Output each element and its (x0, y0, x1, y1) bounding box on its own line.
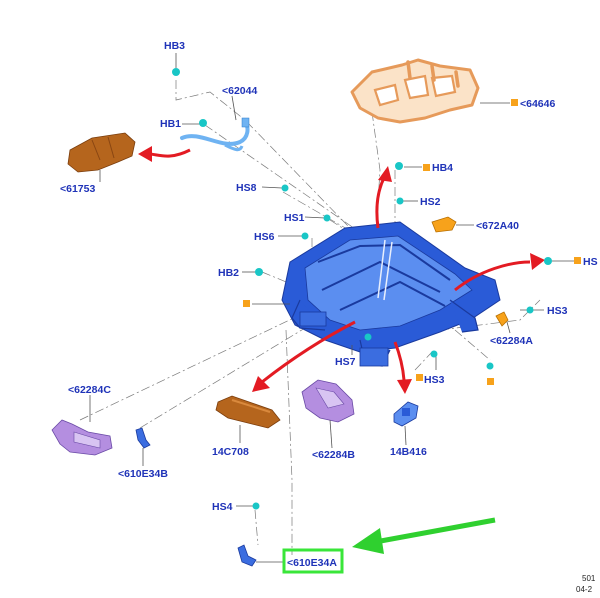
fastener-hs3 (526, 306, 534, 314)
arrow-head (252, 376, 270, 392)
label-hs3b: HS3 (424, 374, 445, 386)
fastener-hb4 (395, 162, 403, 170)
fastener-hb1 (199, 119, 207, 127)
red-arrows (138, 146, 545, 394)
assembly-line (285, 329, 293, 555)
arrow-hb4 (375, 177, 386, 229)
label-hs-right: HS (583, 256, 598, 268)
label-62284a: <62284A (490, 335, 533, 347)
footer-date: 04-2 (576, 585, 593, 593)
arrow-14b416 (393, 341, 406, 381)
green-callout-arrow (352, 517, 496, 554)
marker-left (243, 300, 250, 307)
part-14c708-module[interactable] (215, 395, 281, 429)
part-672a40-bracket[interactable] (431, 216, 457, 233)
fastener-hs8 (281, 184, 289, 192)
assembly-line (454, 329, 491, 361)
label-610e34a: <610E34A (287, 557, 337, 569)
marker (487, 378, 494, 385)
label-hs2: HS2 (420, 196, 441, 208)
footer-code: 501 (582, 574, 596, 583)
part-62284b-shield[interactable] (301, 379, 355, 423)
assembly-line (439, 299, 541, 331)
assembly-line (371, 111, 381, 301)
fastener-hs7 (364, 333, 372, 341)
label-hs8: HS8 (236, 182, 257, 194)
fastener (486, 362, 494, 370)
part-61753-trim-cover[interactable] (67, 132, 136, 173)
label-hb1: HB1 (160, 118, 181, 130)
assembly-line (79, 314, 301, 421)
part-labels: HB3 <62044 HB1 <64646 <61753 HB4 HS8 HS2… (60, 40, 598, 569)
arrow-hs-right (454, 260, 531, 292)
fastener-hs3b (430, 350, 438, 358)
assembly-line (175, 80, 421, 301)
label-610e34b: <610E34B (118, 468, 168, 480)
arrow-head (530, 253, 545, 270)
label-14b416: 14B416 (390, 446, 427, 458)
label-hs3: HS3 (547, 305, 568, 317)
label-61753: <61753 (60, 183, 95, 195)
leader-lines (89, 53, 574, 563)
part-62044-cable[interactable] (180, 117, 250, 152)
assembly-line (204, 124, 401, 261)
label-62284b: <62284B (312, 449, 355, 461)
part-610e34a-bracket[interactable] (237, 544, 257, 567)
marker-hs3b (416, 374, 423, 381)
arrow-61753 (149, 148, 191, 158)
marker-64646 (511, 99, 518, 106)
fasteners (172, 68, 552, 510)
assembly-line (139, 324, 311, 429)
assembly-line (414, 351, 433, 371)
fastener-hb3 (172, 68, 180, 76)
fastener-hb2 (255, 268, 263, 276)
label-hs4: HS4 (212, 501, 233, 513)
fastener-hs1 (323, 214, 331, 222)
part-64646-seat-pan[interactable] (350, 58, 480, 124)
label-62284c: <62284C (68, 384, 111, 396)
label-64646: <64646 (520, 98, 555, 110)
arrow-14c708 (261, 320, 356, 384)
label-672a40: <672A40 (476, 220, 519, 232)
part-62284c-shield[interactable] (51, 419, 113, 456)
arrow-head (138, 146, 152, 162)
markers (243, 99, 581, 385)
part-610e34b-bracket[interactable] (135, 427, 151, 449)
marker-hs-right (574, 257, 581, 264)
fastener-hs2 (396, 197, 404, 205)
label-hb2: HB2 (218, 267, 239, 279)
label-hb3: HB3 (164, 40, 185, 52)
arrow-head (397, 379, 412, 394)
label-14c708: 14C708 (212, 446, 249, 458)
marker-hb4 (423, 164, 430, 171)
arrow-head (378, 166, 392, 182)
footer-reference: 501 04-2 (576, 574, 596, 594)
part-14b416-module[interactable] (393, 401, 419, 427)
label-62044: <62044 (222, 85, 257, 97)
label-hs1: HS1 (284, 212, 305, 224)
fastener-hs6 (301, 232, 309, 240)
label-hb4: HB4 (432, 162, 453, 174)
label-hs6: HS6 (254, 231, 275, 243)
label-hs7: HS7 (335, 356, 356, 368)
highlight-box-610e34a (282, 548, 344, 574)
part-62284a-clip[interactable] (495, 311, 509, 327)
assembly-line (254, 509, 259, 546)
fastener-hs-right (544, 257, 552, 265)
fastener-hs4 (252, 502, 260, 510)
seat-frame-assembly[interactable] (281, 221, 501, 367)
